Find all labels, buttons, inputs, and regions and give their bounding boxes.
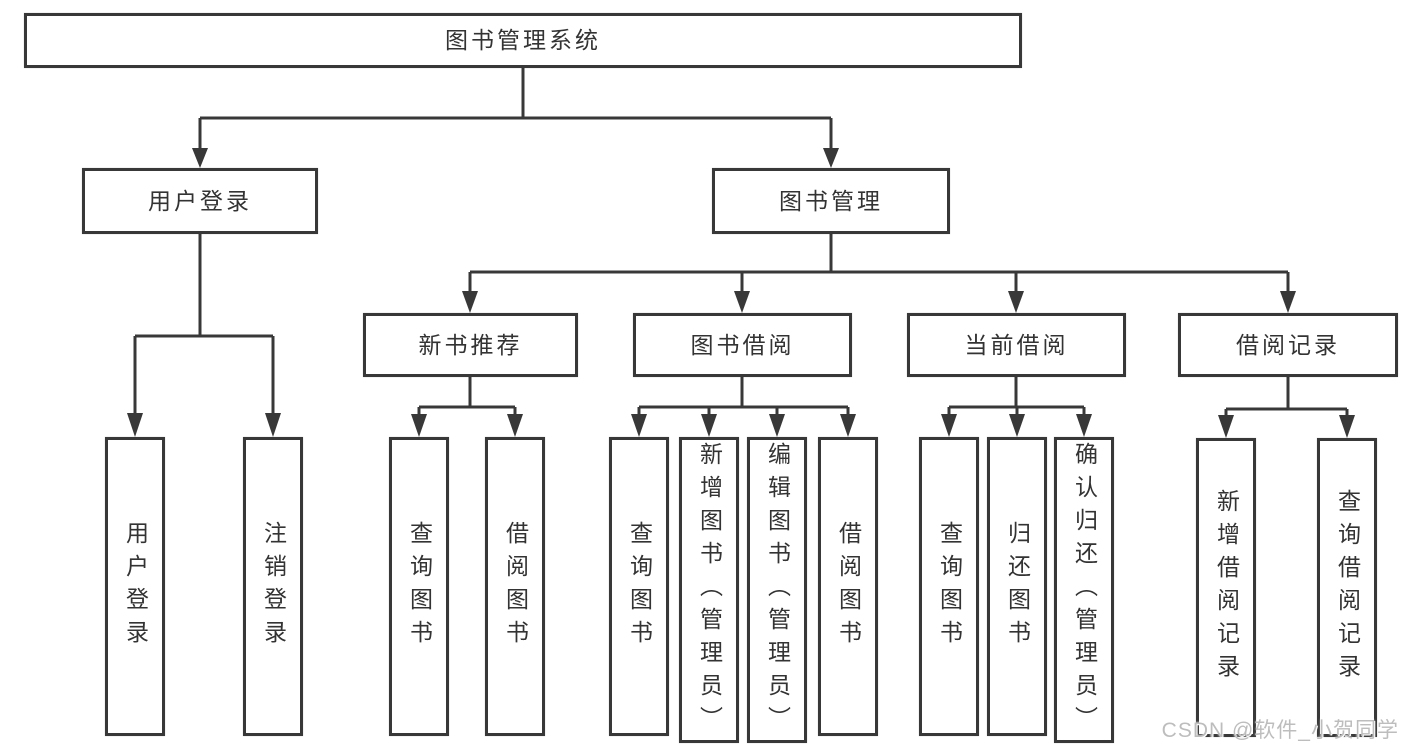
connector-new-book-recommend-children bbox=[417, 377, 517, 415]
node-user-login-label: 用户登录 bbox=[148, 187, 252, 214]
arrowhead bbox=[192, 148, 208, 168]
arrowhead bbox=[734, 291, 750, 313]
leaf-query-books-borrow-label: 查询图书 bbox=[626, 520, 653, 653]
leaf-add-books-admin-label: 新增图书（管理员） bbox=[696, 441, 723, 739]
arrowhead bbox=[127, 413, 143, 437]
arrowhead bbox=[1008, 291, 1024, 313]
arrowhead bbox=[1076, 414, 1092, 437]
leaf-query-borrow-record: 查询借阅记录 bbox=[1317, 438, 1377, 737]
connector-book-management-children bbox=[468, 234, 1290, 292]
leaf-logout-label: 注销登录 bbox=[260, 520, 287, 653]
leaf-query-books-recommend-label: 查询图书 bbox=[406, 520, 433, 653]
connector-root-to-level2 bbox=[198, 68, 833, 150]
leaf-logout: 注销登录 bbox=[243, 437, 303, 736]
leaf-add-books-admin: 新增图书（管理员） bbox=[679, 437, 739, 743]
leaf-add-borrow-record-label: 新增借阅记录 bbox=[1213, 488, 1240, 687]
arrowhead bbox=[1280, 291, 1296, 313]
leaf-borrow-books-borrow-label: 借阅图书 bbox=[835, 520, 862, 653]
leaf-edit-books-admin: 编辑图书（管理员） bbox=[747, 437, 807, 743]
csdn-watermark: CSDN @软件_小贺同学 bbox=[1161, 719, 1399, 742]
leaf-borrow-books-recommend-label: 借阅图书 bbox=[502, 520, 529, 653]
leaf-borrow-books-borrow: 借阅图书 bbox=[818, 437, 878, 736]
arrowhead bbox=[411, 414, 427, 437]
leaf-add-borrow-record: 新增借阅记录 bbox=[1196, 438, 1256, 737]
connector-user-login-children bbox=[133, 234, 275, 414]
connector-current-borrow-children bbox=[947, 377, 1086, 415]
arrowhead bbox=[462, 291, 478, 313]
node-root-system: 图书管理系统 bbox=[24, 13, 1022, 68]
arrowhead bbox=[701, 414, 717, 437]
connector-book-borrow-children bbox=[637, 377, 850, 415]
arrowhead bbox=[840, 414, 856, 437]
node-user-login: 用户登录 bbox=[82, 168, 318, 234]
arrowhead bbox=[823, 148, 839, 168]
leaf-return-books: 归还图书 bbox=[987, 437, 1047, 736]
leaf-borrow-books-recommend: 借阅图书 bbox=[485, 437, 545, 736]
arrowhead bbox=[507, 414, 523, 437]
connector-borrow-records-children bbox=[1224, 377, 1349, 416]
leaf-confirm-return-admin-label: 确认归还（管理员） bbox=[1071, 441, 1098, 739]
leaf-user-login: 用户登录 bbox=[105, 437, 165, 736]
node-book-management-label: 图书管理 bbox=[779, 187, 883, 214]
node-new-book-recommend: 新书推荐 bbox=[363, 313, 578, 377]
leaf-query-books-current-label: 查询图书 bbox=[936, 520, 963, 653]
arrowhead bbox=[265, 413, 281, 437]
node-book-borrow: 图书借阅 bbox=[633, 313, 852, 377]
arrowhead bbox=[631, 414, 647, 437]
leaf-confirm-return-admin: 确认归还（管理员） bbox=[1054, 437, 1114, 743]
node-book-management: 图书管理 bbox=[712, 168, 950, 234]
node-root-system-label: 图书管理系统 bbox=[445, 27, 601, 53]
arrowhead bbox=[1009, 414, 1025, 437]
leaf-query-books-borrow: 查询图书 bbox=[609, 437, 669, 736]
leaf-query-borrow-record-label: 查询借阅记录 bbox=[1334, 488, 1361, 687]
leaf-return-books-label: 归还图书 bbox=[1004, 520, 1031, 653]
arrowhead bbox=[1218, 415, 1234, 438]
arrowhead bbox=[769, 414, 785, 437]
leaf-user-login-label: 用户登录 bbox=[122, 520, 149, 653]
leaf-query-books-current: 查询图书 bbox=[919, 437, 979, 736]
arrowhead bbox=[1339, 415, 1355, 438]
node-new-book-recommend-label: 新书推荐 bbox=[418, 331, 523, 358]
arrowhead bbox=[941, 414, 957, 437]
node-current-borrow-label: 当前借阅 bbox=[964, 331, 1069, 358]
node-book-borrow-label: 图书借阅 bbox=[690, 331, 795, 358]
leaf-edit-books-admin-label: 编辑图书（管理员） bbox=[764, 441, 791, 739]
leaf-query-books-recommend: 查询图书 bbox=[389, 437, 449, 736]
node-borrow-records: 借阅记录 bbox=[1178, 313, 1398, 377]
node-borrow-records-label: 借阅记录 bbox=[1236, 331, 1340, 358]
node-current-borrow: 当前借阅 bbox=[907, 313, 1126, 377]
